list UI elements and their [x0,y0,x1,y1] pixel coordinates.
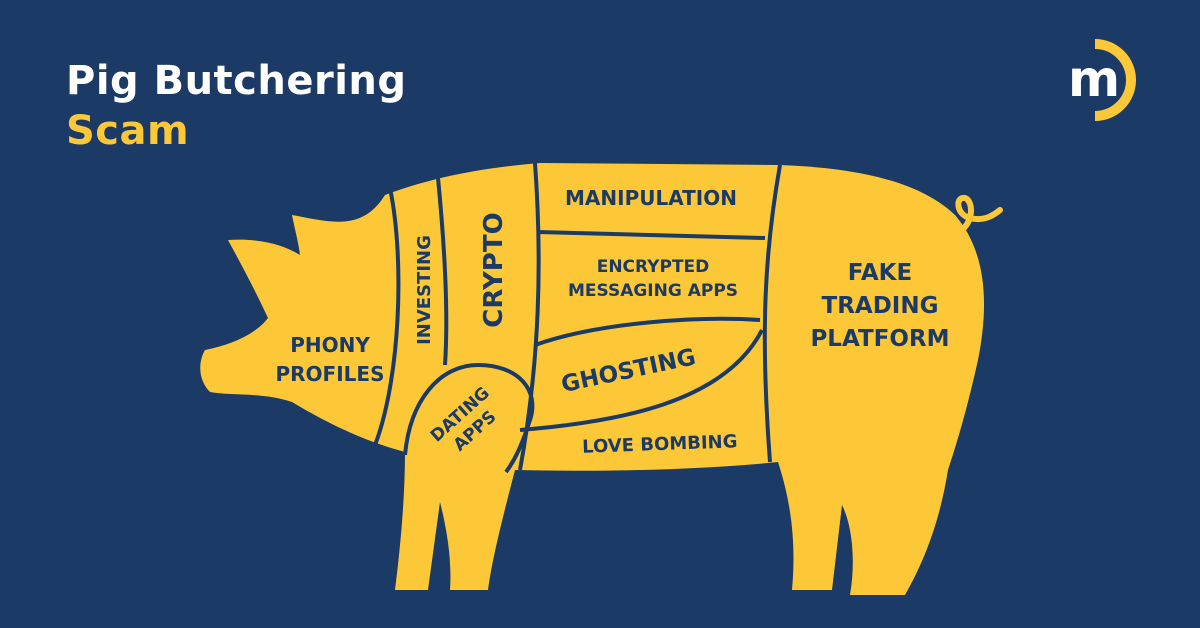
svg-text:MESSAGING APPS: MESSAGING APPS [568,281,738,301]
svg-text:FAKE: FAKE [848,260,912,286]
section-manipulation: MANIPULATION [565,186,737,210]
svg-text:PHONY: PHONY [290,333,370,357]
section-crypto: CRYPTO [479,212,509,327]
logo-letter: m [1068,50,1120,108]
title-line-1: Pig Butchering [66,58,407,104]
section-encrypted-messaging-apps: ENCRYPTED MESSAGING APPS [568,257,738,301]
svg-text:PLATFORM: PLATFORM [810,326,949,352]
page-title: Pig Butchering Scam [66,56,407,156]
title-line-2: Scam [66,108,190,154]
svg-text:PROFILES: PROFILES [276,362,385,386]
pig-tail [955,194,1003,233]
section-phony-profiles: PHONY PROFILES [276,333,385,386]
section-fake-trading-platform: FAKE TRADING PLATFORM [810,260,949,352]
pig-body [200,163,985,595]
cut-lines [373,162,782,474]
svg-text:TRADING: TRADING [822,293,939,319]
logo: m [1068,39,1136,121]
svg-text:ENCRYPTED: ENCRYPTED [597,257,710,277]
logo-arc [1094,39,1136,121]
section-investing: INVESTING [414,235,435,345]
